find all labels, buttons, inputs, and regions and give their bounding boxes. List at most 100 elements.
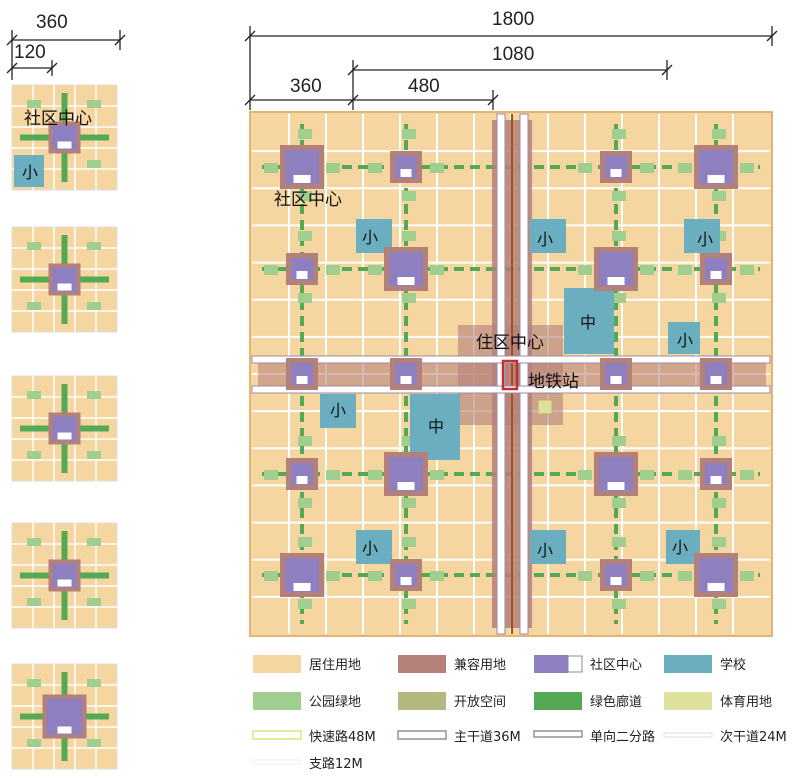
legend-item-11: 单向二分路 <box>533 729 655 745</box>
legend-item-6: 开放空间 <box>398 692 506 710</box>
panel-community-center-label: 社区中心 <box>24 109 92 129</box>
community-center-white <box>607 482 625 490</box>
park-green <box>640 571 654 581</box>
school-small-label-4: 小 <box>677 331 693 350</box>
community-center-white <box>707 175 725 183</box>
legend-item-7: 绿色廊道 <box>534 692 642 710</box>
legend-label: 支路12M <box>309 756 363 772</box>
park-green <box>740 163 754 173</box>
map-roads <box>251 113 771 635</box>
community-center-white <box>397 277 415 285</box>
park-green <box>402 537 416 547</box>
park-green <box>368 163 382 173</box>
residential-center-label: 住区中心 <box>476 333 544 353</box>
park-green <box>368 265 382 275</box>
community-center-white <box>710 271 722 279</box>
dim-main-1080: 1080 <box>492 44 534 65</box>
panel-park <box>87 679 101 687</box>
community-center-white <box>293 175 311 183</box>
school-small-label-6: 小 <box>362 539 378 558</box>
park-green <box>298 537 312 547</box>
park-green <box>712 599 726 609</box>
panel-park <box>87 739 101 747</box>
panel-park <box>27 451 41 459</box>
legend-item-4: 学校 <box>664 655 746 673</box>
park-green <box>368 571 382 581</box>
school-block <box>410 394 460 460</box>
small-dimension-lines <box>6 30 126 80</box>
park-green <box>402 293 416 303</box>
park-green <box>740 470 754 480</box>
panel-park <box>87 160 101 168</box>
panel-center-white <box>57 432 72 440</box>
school-small-label-7: 小 <box>537 541 553 560</box>
panel-center-white <box>57 283 72 291</box>
pattern-panel-1 <box>11 84 118 191</box>
park-green <box>298 129 312 139</box>
panel-park <box>87 391 101 399</box>
legend-label: 单向二分路 <box>590 729 655 745</box>
sports-land <box>537 399 553 415</box>
school-block <box>564 288 614 354</box>
community-center-white <box>607 277 625 285</box>
main-dimension-lines <box>244 26 778 110</box>
legend-label: 居住用地 <box>309 658 361 673</box>
legend-swatch <box>398 692 446 710</box>
school-block <box>530 530 566 564</box>
school-block <box>668 322 700 354</box>
park-green <box>326 163 340 173</box>
park-green <box>402 599 416 609</box>
park-green <box>578 163 592 173</box>
community-center-white <box>296 271 308 279</box>
school-small-label-2: 小 <box>537 230 553 249</box>
school-middle-label-2: 中 <box>428 417 444 436</box>
park-green <box>640 265 654 275</box>
legend-label: 体育用地 <box>720 694 772 710</box>
panel-park <box>87 538 101 546</box>
dim-small-360: 360 <box>36 12 68 33</box>
park-green <box>678 163 692 173</box>
legend-label: 绿色廊道 <box>590 694 642 710</box>
community-center-white <box>400 376 412 384</box>
dim-main-1800: 1800 <box>492 9 534 30</box>
park-green <box>578 265 592 275</box>
legend-swatch <box>253 655 301 673</box>
panel-park <box>27 391 41 399</box>
legend-item-2: 兼容用地 <box>398 655 506 673</box>
park-green <box>298 498 312 508</box>
metro-station-box <box>501 359 519 391</box>
legend-item-12: 次干道24M <box>663 729 787 745</box>
arterial-road-vertical-left <box>496 113 506 635</box>
panel-park <box>87 451 101 459</box>
legend-swatch-white <box>567 655 583 673</box>
panel-school <box>14 155 44 187</box>
park-green <box>678 571 692 581</box>
park-green <box>368 470 382 480</box>
park-green <box>298 599 312 609</box>
park-green <box>264 571 278 581</box>
legend-road <box>252 730 302 740</box>
community-center-white <box>610 169 622 177</box>
park-green <box>430 571 444 581</box>
park-green <box>326 470 340 480</box>
arterial-road-horizontal-top <box>251 355 771 364</box>
school-small-label-3: 小 <box>697 230 713 249</box>
park-green <box>402 191 416 201</box>
community-center-white <box>610 577 622 585</box>
school-middle-label-1: 中 <box>580 313 596 332</box>
park-green <box>712 498 726 508</box>
pattern-panel-5 <box>11 663 118 770</box>
park-green <box>578 470 592 480</box>
park-green <box>402 129 416 139</box>
park-green <box>298 231 312 241</box>
arterial-road-vertical-right <box>519 113 529 635</box>
metro-station-label: 地铁站 <box>528 372 579 392</box>
park-green <box>712 436 726 446</box>
dim-main-480: 480 <box>408 76 440 97</box>
school-block <box>320 394 356 428</box>
legend-label: 主干道36M <box>454 730 521 745</box>
park-green <box>612 293 626 303</box>
dim-main-360: 360 <box>290 76 322 97</box>
